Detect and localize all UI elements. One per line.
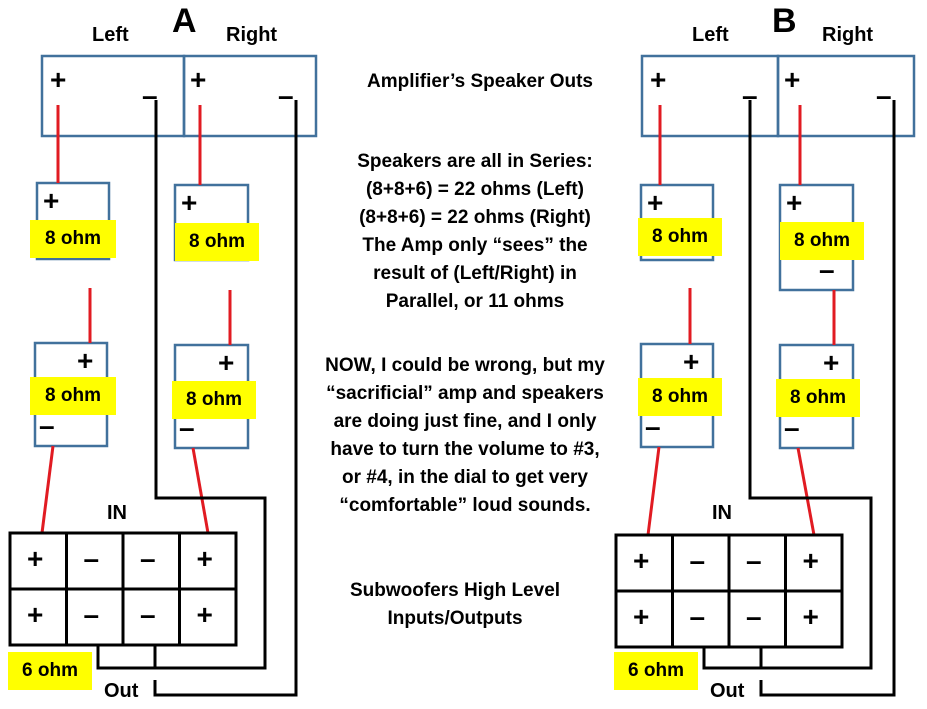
sub-minus-terminal: – <box>689 601 706 632</box>
sub-plus-terminal: + <box>196 543 213 574</box>
black-wire <box>748 100 873 670</box>
sub-minus-terminal: – <box>689 545 706 576</box>
speaker-minus-terminal: – <box>39 410 55 441</box>
amp-right-plus-terminal: + <box>784 64 801 95</box>
channel-right-label: Right <box>226 24 278 46</box>
black-wire <box>759 100 896 697</box>
amp-right-minus-terminal: – <box>876 80 892 111</box>
black-wire <box>96 645 155 670</box>
sub-out-label: Out <box>104 680 139 702</box>
amp-right-plus-terminal: + <box>190 64 207 95</box>
speaker-minus-terminal: – <box>819 254 835 285</box>
speaker-plus-terminal: + <box>181 187 198 218</box>
sub-plus-terminal: + <box>633 545 650 576</box>
note-line: “sacrificial” amp and speakers <box>326 383 604 404</box>
speaker-ohm-label: 8 ohm <box>638 378 722 416</box>
note-line: NOW, I could be wrong, but my <box>325 355 605 376</box>
sub-plus-terminal: + <box>27 543 44 574</box>
speaker-plus-terminal: + <box>43 185 60 216</box>
amp-left-plus-terminal: + <box>650 64 667 95</box>
sub-minus-terminal: – <box>140 599 156 630</box>
sub-minus-terminal: – <box>746 545 762 576</box>
speaker-minus-terminal: – <box>645 411 661 442</box>
amp-left-plus-terminal: + <box>50 64 67 95</box>
note-text: NOW, I could be wrong, but my “sacrifici… <box>305 352 625 520</box>
sub-out-label: Out <box>710 680 745 702</box>
subwoofer-caption: Subwoofers High Level Inputs/Outputs <box>325 577 585 633</box>
amp-left-minus-terminal: – <box>742 80 758 111</box>
speaker-plus-terminal: + <box>786 187 803 218</box>
series-line: result of (Left/Right) in <box>373 263 577 284</box>
speaker-ohm-label: 8 ohm <box>30 377 116 415</box>
speaker-minus-terminal: – <box>179 412 195 443</box>
note-line: are doing just fine, and I only <box>333 411 597 432</box>
black-wire <box>153 100 267 670</box>
series-line: (8+8+6) = 22 ohms (Right) <box>359 207 591 228</box>
sub-minus-terminal: – <box>746 601 762 632</box>
speaker-ohm-label: 8 ohm <box>30 220 116 258</box>
channel-left-label: Left <box>692 24 729 46</box>
speaker-ohm-label: 8 ohm <box>175 223 259 261</box>
red-wire <box>191 447 210 534</box>
subwoofer-line: Subwoofers High Level <box>349 580 561 601</box>
speaker-plus-terminal: + <box>823 347 840 378</box>
sub-in-label: IN <box>107 502 127 524</box>
note-line: have to turn the volume to #3, <box>330 439 600 460</box>
black-wire <box>702 647 761 670</box>
series-line: (8+8+6) = 22 ohms (Left) <box>365 179 585 200</box>
red-wire <box>796 447 816 536</box>
red-wire <box>646 446 661 536</box>
sub-plus-terminal: + <box>802 601 819 632</box>
speaker-ohm-label: 8 ohm <box>638 218 722 256</box>
black-wire <box>153 100 298 697</box>
series-line: Parallel, or 11 ohms <box>385 291 565 312</box>
speaker-minus-terminal: – <box>784 412 800 443</box>
speaker-ohm-label: 8 ohm <box>776 379 860 417</box>
sub-minus-terminal: – <box>83 599 100 630</box>
subwoofer-line: Inputs/Outputs <box>387 608 523 629</box>
speaker-ohm-label: 8 ohm <box>780 222 864 260</box>
speaker-plus-terminal: + <box>647 187 664 218</box>
note-line: or #4, in the dial to get very <box>341 467 588 488</box>
amp-outs-caption: Amplifier’s Speaker Outs <box>367 71 593 92</box>
sub-minus-terminal: – <box>140 543 156 574</box>
sub-minus-terminal: – <box>83 543 100 574</box>
series-explanation: Speakers are all in Series: (8+8+6) = 22… <box>325 148 625 316</box>
series-line: The Amp only “sees” the <box>362 235 588 256</box>
speaker-plus-terminal: + <box>683 346 700 377</box>
speaker-plus-terminal: + <box>77 345 94 376</box>
speaker-ohm-label: 8 ohm <box>172 381 256 419</box>
speaker-plus-terminal: + <box>218 347 235 378</box>
subwoofer-ohm-label: 6 ohm <box>614 652 698 690</box>
sub-plus-terminal: + <box>196 599 213 630</box>
sub-plus-terminal: + <box>27 599 44 630</box>
amp-right-box <box>776 54 916 138</box>
amp-left-minus-terminal: – <box>142 80 158 111</box>
subwoofer-ohm-label: 6 ohm <box>8 652 92 690</box>
channel-left-label: Left <box>92 24 129 46</box>
sub-plus-terminal: + <box>802 545 819 576</box>
amp-right-minus-terminal: – <box>278 80 294 111</box>
diagram-letter: B <box>772 2 797 40</box>
channel-right-label: Right <box>822 24 874 46</box>
series-line: Speakers are all in Series: <box>357 151 593 172</box>
diagram-letter: A <box>172 2 197 40</box>
sub-in-label: IN <box>712 502 732 524</box>
amp-right-box <box>182 54 318 138</box>
red-wire <box>40 445 55 534</box>
sub-plus-terminal: + <box>633 601 650 632</box>
note-line: “comfortable” loud sounds. <box>339 495 591 516</box>
